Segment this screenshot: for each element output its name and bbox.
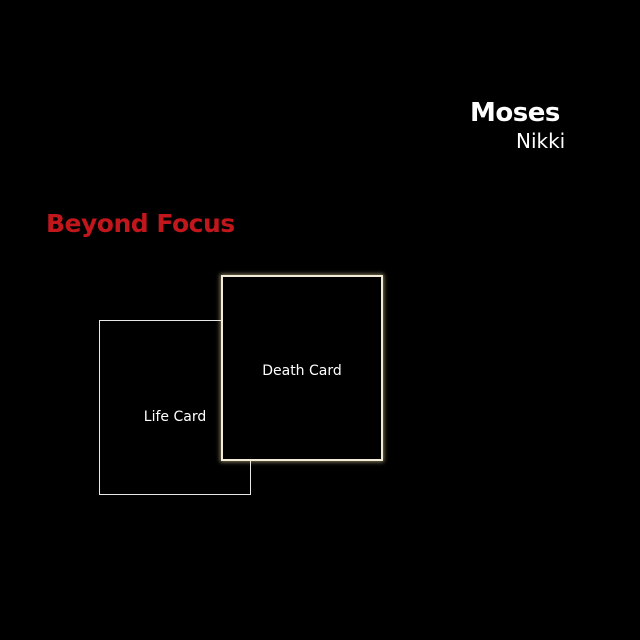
death-card[interactable]: Death Card [221, 275, 383, 461]
death-card-label: Death Card [262, 363, 342, 379]
game-title: Beyond Focus [46, 209, 235, 238]
life-card-label: Life Card [143, 408, 207, 425]
opponent-name: Nikki [516, 129, 566, 153]
player-name: Moses [470, 98, 560, 128]
